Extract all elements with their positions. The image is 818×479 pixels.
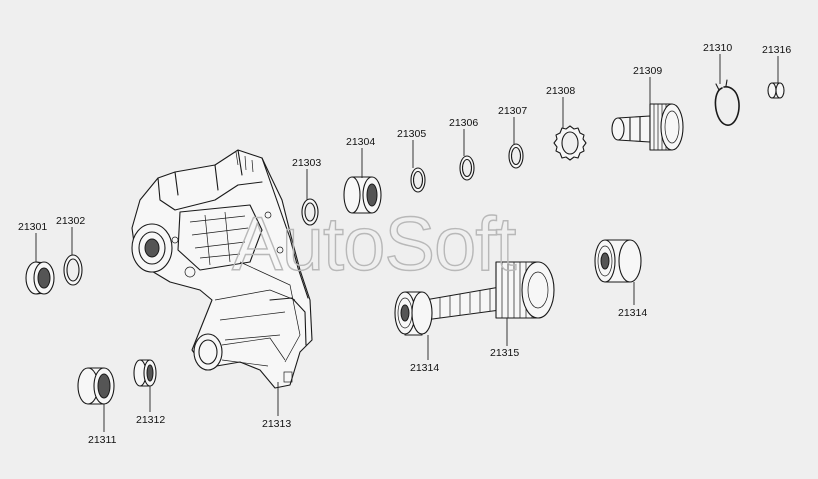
snap-ring-21307[interactable] — [508, 143, 524, 169]
label-21315: 21315 — [490, 347, 519, 359]
toothed-ring-21308[interactable] — [553, 125, 587, 161]
label-21312: 21312 — [136, 414, 165, 426]
label-21302: 21302 — [56, 215, 85, 227]
label-21316: 21316 — [762, 44, 791, 56]
label-21307: 21307 — [498, 105, 527, 117]
label-21314-left: 21314 — [410, 362, 439, 374]
label-21301: 21301 — [18, 221, 47, 233]
output-shaft-21315[interactable] — [424, 261, 555, 321]
snap-ring-21302[interactable] — [63, 254, 83, 286]
seal-21301[interactable] — [25, 261, 55, 295]
sleeve-21304[interactable] — [343, 176, 382, 214]
label-21308: 21308 — [546, 85, 575, 97]
snap-ring-21310[interactable] — [714, 79, 740, 126]
bushing-21312[interactable] — [133, 359, 157, 387]
leader-lines — [35, 54, 779, 432]
label-21310: 21310 — [703, 42, 732, 54]
label-21313: 21313 — [262, 418, 291, 430]
label-21309: 21309 — [633, 65, 662, 77]
label-21303: 21303 — [292, 157, 321, 169]
cup-21311[interactable] — [77, 367, 115, 405]
label-21314-right: 21314 — [618, 307, 647, 319]
transfer-case-housing[interactable] — [131, 149, 313, 389]
label-21306: 21306 — [449, 117, 478, 129]
bushing-21316[interactable] — [767, 82, 785, 99]
snap-ring-21303[interactable] — [301, 198, 319, 226]
label-21305: 21305 — [397, 128, 426, 140]
watermark: AutoSoft — [232, 202, 516, 287]
bearing-21314-left[interactable] — [394, 291, 433, 336]
label-21304: 21304 — [346, 136, 375, 148]
gear-shaft-21309[interactable] — [611, 103, 684, 151]
bearing-21314-right[interactable] — [594, 239, 642, 283]
snap-ring-21305[interactable] — [410, 167, 426, 193]
label-21311: 21311 — [88, 434, 117, 446]
snap-ring-21306[interactable] — [459, 155, 475, 181]
